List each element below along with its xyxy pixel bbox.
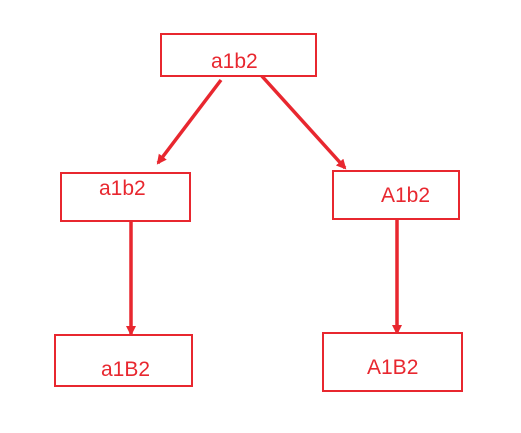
- right-child-node: [322, 332, 463, 392]
- right-child-node-label: A1B2: [367, 356, 419, 379]
- edge-root-to-left: [156, 78, 223, 165]
- left-child-node-label: a1B2: [101, 358, 151, 381]
- right-node-label: A1b2: [381, 184, 431, 207]
- root-node: [160, 33, 317, 77]
- left-child-node: [54, 334, 193, 387]
- left-node-label: a1b2: [99, 177, 146, 200]
- right-node: [332, 170, 460, 220]
- root-node-label: a1b2: [211, 50, 258, 73]
- edge-root-to-right: [258, 72, 347, 170]
- left-node: [60, 172, 191, 222]
